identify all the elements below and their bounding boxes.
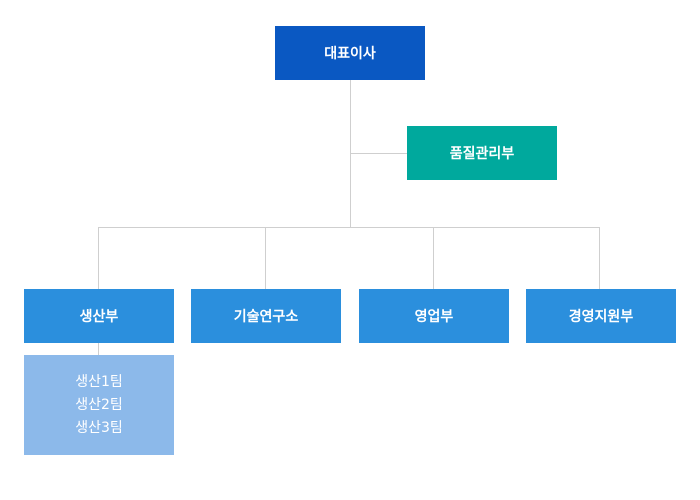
connector-drop-dept-2: [265, 227, 266, 289]
connector-drop-dept-1: [98, 227, 99, 289]
dept-rnd-box: 기술연구소: [191, 289, 341, 343]
dept-rnd-label: 기술연구소: [233, 309, 299, 325]
team-label: 생산3팀: [75, 419, 123, 436]
dept-sales-box: 영업부: [359, 289, 509, 343]
quality-management-box: 품질관리부: [407, 126, 557, 180]
connector-to-qa: [350, 153, 407, 154]
connector-dept-to-teams: [98, 343, 99, 355]
dept-management-support-box: 경영지원부: [526, 289, 676, 343]
ceo-box: 대표이사: [275, 26, 425, 80]
dept-production-box: 생산부: [24, 289, 174, 343]
team-label: 생산2팀: [75, 396, 123, 413]
ceo-label: 대표이사: [324, 46, 376, 62]
production-teams-box: 생산1팀 생산2팀 생산3팀: [24, 355, 174, 455]
team-label: 생산1팀: [75, 373, 123, 390]
dept-sales-label: 영업부: [414, 309, 454, 325]
dept-management-support-label: 경영지원부: [568, 309, 634, 325]
dept-production-label: 생산부: [79, 309, 119, 325]
connector-horizontal: [98, 227, 600, 228]
connector-drop-dept-4: [599, 227, 600, 289]
connector-drop-dept-3: [433, 227, 434, 289]
quality-management-label: 품질관리부: [449, 146, 515, 162]
